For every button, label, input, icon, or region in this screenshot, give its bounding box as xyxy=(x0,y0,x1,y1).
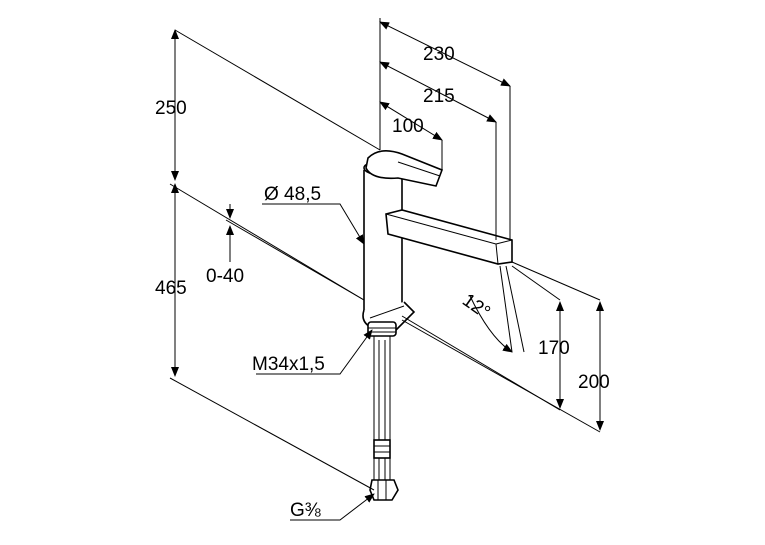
connection-nut xyxy=(369,479,399,501)
dim-connection: G⅜ xyxy=(290,500,321,521)
dim-100: 100 xyxy=(392,116,424,137)
dim-170: 170 xyxy=(538,338,570,359)
spout xyxy=(385,209,513,265)
dim-200: 200 xyxy=(578,372,610,393)
lever-handle xyxy=(365,150,444,187)
dim-range: 0-40 xyxy=(206,266,244,287)
dim-465: 465 xyxy=(155,278,187,299)
dim-230: 230 xyxy=(423,44,455,65)
dim-angle: 12° xyxy=(458,290,494,324)
dim-215: 215 xyxy=(423,86,455,107)
dim-diameter: Ø 48,5 xyxy=(264,184,321,205)
faucet-body xyxy=(362,150,513,501)
dimension-lines xyxy=(169,18,604,521)
dim-250: 250 xyxy=(155,98,187,119)
dim-thread: M34x1,5 xyxy=(252,354,325,375)
